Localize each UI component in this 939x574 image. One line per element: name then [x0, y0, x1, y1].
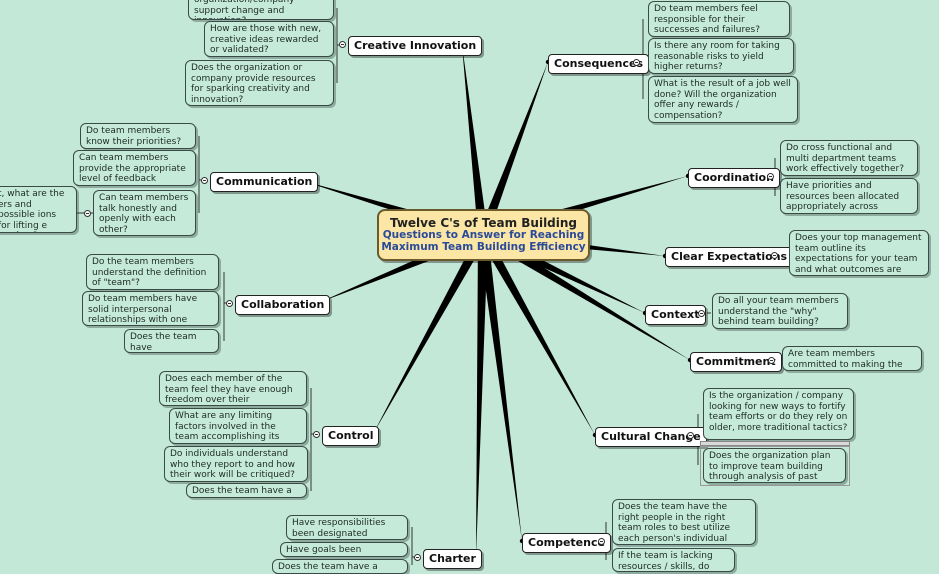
note-communication-sub[interactable]: t, what are the ers and possible ions fo…: [0, 186, 77, 233]
topic-creative-innovation[interactable]: Creative Innovation: [348, 36, 483, 56]
topic-collaboration[interactable]: Collaboration: [235, 295, 331, 315]
spoke-control: [373, 232, 488, 434]
note-consequences-1[interactable]: Do team members feel responsible for the…: [648, 1, 790, 37]
topic-coordination[interactable]: Coordination: [688, 168, 780, 188]
collapse-toggle-cultural-change[interactable]: [687, 432, 694, 439]
note-collaboration-3[interactable]: Does the team have cooperation?: [124, 329, 219, 353]
note-charter-1[interactable]: Have responsibilities been designated ap…: [286, 515, 408, 540]
central-subtitle-line1: Questions to Answer for Reaching: [382, 229, 585, 241]
note-cultural-change-2[interactable]: Does the organization plan to improve te…: [703, 448, 846, 483]
note-control-3[interactable]: Do individuals understand who they repor…: [164, 446, 308, 482]
note-creative-innovation-3[interactable]: Does the organization or company provide…: [185, 60, 334, 106]
spoke-charter: [476, 234, 488, 557]
collapse-toggle-coordination[interactable]: [767, 173, 774, 180]
topic-control[interactable]: Control: [322, 426, 380, 446]
note-control-4[interactable]: Does the team have a plan?: [186, 483, 307, 498]
collapse-toggle-comm-sub[interactable]: [84, 210, 91, 217]
topic-consequences[interactable]: Consequences: [548, 54, 649, 74]
central-title: Twelve C's of Team Building: [389, 216, 578, 230]
spoke-commitment: [480, 230, 690, 360]
note-creative-innovation-1[interactable]: organization/company support change and …: [188, 0, 334, 20]
note-communication-2[interactable]: Can team members provide the appropriate…: [73, 150, 196, 186]
note-consequences-2[interactable]: Is there any room for taking reasonable …: [648, 38, 794, 74]
collapse-toggle-creative-innovation[interactable]: [339, 41, 346, 48]
note-commitment-1[interactable]: Are team members committed to making the…: [782, 346, 922, 371]
selection-outline: [700, 446, 850, 486]
note-clear-expectations-1[interactable]: Does your top management team outline it…: [789, 230, 929, 276]
note-charter-2[interactable]: Have goals been determined?: [280, 542, 408, 557]
central-subtitle-line2: Maximum Team Building Efficiency: [381, 240, 586, 253]
collapse-toggle-commitment[interactable]: [768, 357, 775, 364]
note-creative-innovation-2[interactable]: How are those with new, creative ideas r…: [204, 21, 334, 57]
note-control-2[interactable]: What are any limiting factors involved i…: [169, 408, 307, 444]
topic-commitment[interactable]: Commitment: [690, 352, 782, 372]
note-competence-2[interactable]: If the team is lacking resources / skill…: [612, 548, 735, 572]
spoke-cultural-change: [478, 232, 595, 435]
collapse-toggle-charter[interactable]: [414, 554, 421, 561]
topic-communication[interactable]: Communication: [210, 172, 319, 192]
collapse-toggle-context[interactable]: [698, 310, 705, 317]
spoke-competence: [478, 234, 522, 541]
collapse-toggle-clear-expectations[interactable]: [771, 252, 778, 259]
spoke-creative-innovation: [462, 45, 488, 236]
central-spokes: [300, 45, 690, 557]
note-charter-3[interactable]: Does the team have a mission/vision?: [272, 559, 408, 574]
note-communication-1[interactable]: Do team members know their priorities?: [80, 123, 196, 149]
note-cultural-change-1[interactable]: Is the organization / company looking fo…: [703, 388, 854, 440]
note-collaboration-2[interactable]: Do team members have solid interpersonal…: [82, 291, 219, 326]
topic-competence[interactable]: Competence: [522, 533, 611, 553]
note-coordination-1[interactable]: Do cross functional and multi department…: [780, 140, 918, 176]
bracket-ctx: [707, 312, 711, 314]
spoke-consequences: [478, 62, 548, 237]
central-topic[interactable]: Twelve C's of Team Building Questions to…: [377, 209, 590, 261]
topic-charter[interactable]: Charter: [423, 549, 482, 569]
collapse-toggle-competence[interactable]: [598, 538, 605, 545]
collapse-toggle-communication[interactable]: [201, 177, 208, 184]
bracket-comm: [198, 136, 203, 213]
note-context-1[interactable]: Do all your team members understand the …: [712, 293, 848, 329]
collapse-toggle-collaboration[interactable]: [226, 300, 233, 307]
note-coordination-2[interactable]: Have priorities and resources been alloc…: [780, 178, 918, 214]
note-competence-1[interactable]: Does the team have the right people in t…: [612, 499, 756, 545]
collapse-toggle-consequences[interactable]: [633, 59, 640, 66]
selection-resize-bar[interactable]: [700, 441, 850, 446]
note-communication-3[interactable]: Can team members talk honestly and openl…: [93, 190, 196, 236]
topic-context[interactable]: Context: [645, 305, 706, 325]
collapse-toggle-control[interactable]: [313, 431, 320, 438]
bracket-ctrl: [310, 388, 315, 491]
topic-cultural-change[interactable]: Cultural Change: [595, 427, 707, 447]
note-control-1[interactable]: Does each member of the team feel they h…: [159, 371, 307, 406]
note-consequences-3[interactable]: What is the result of a job well done? W…: [648, 76, 798, 123]
note-collaboration-1[interactable]: Do the team members understand the defin…: [86, 254, 219, 290]
